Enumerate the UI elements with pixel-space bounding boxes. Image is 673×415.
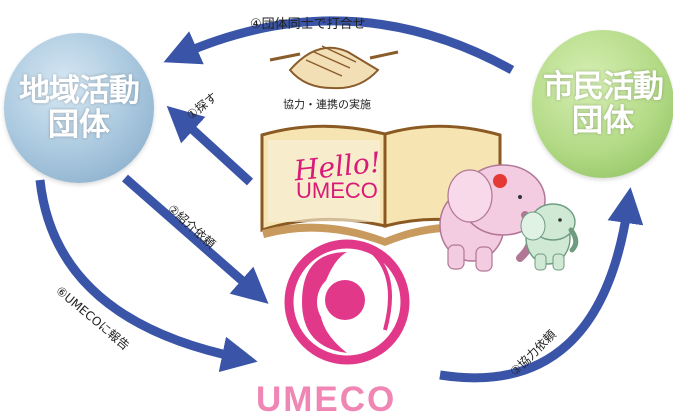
arrow-step3 bbox=[439, 187, 644, 383]
local-activity-group: 地域活動 団体 bbox=[4, 33, 154, 183]
step4-label: ④団体同士で打合せ bbox=[250, 17, 366, 32]
arrow-step1 bbox=[166, 105, 254, 186]
arrow-step2 bbox=[122, 174, 269, 304]
arrow-step6 bbox=[35, 179, 258, 373]
elephant-mascots bbox=[439, 164, 579, 272]
citizen-group-label-line1: 市民活動 bbox=[543, 68, 664, 105]
citizen-group-label-line2: 団体 bbox=[572, 103, 634, 139]
local-group-label-line1: 地域活動 bbox=[19, 72, 140, 109]
cooperation-label: 協力・連携の実施 bbox=[283, 98, 371, 111]
arrow-step4 bbox=[163, 16, 515, 74]
citizen-activity-group: 市民活動 団体 bbox=[532, 30, 673, 178]
umeco-logo bbox=[284, 239, 410, 365]
book-subtitle: UMECO bbox=[296, 178, 378, 203]
handshake-icon bbox=[269, 45, 399, 90]
local-group-label-line2: 団体 bbox=[48, 107, 110, 143]
umeco-wordmark: UMECO bbox=[256, 380, 397, 415]
